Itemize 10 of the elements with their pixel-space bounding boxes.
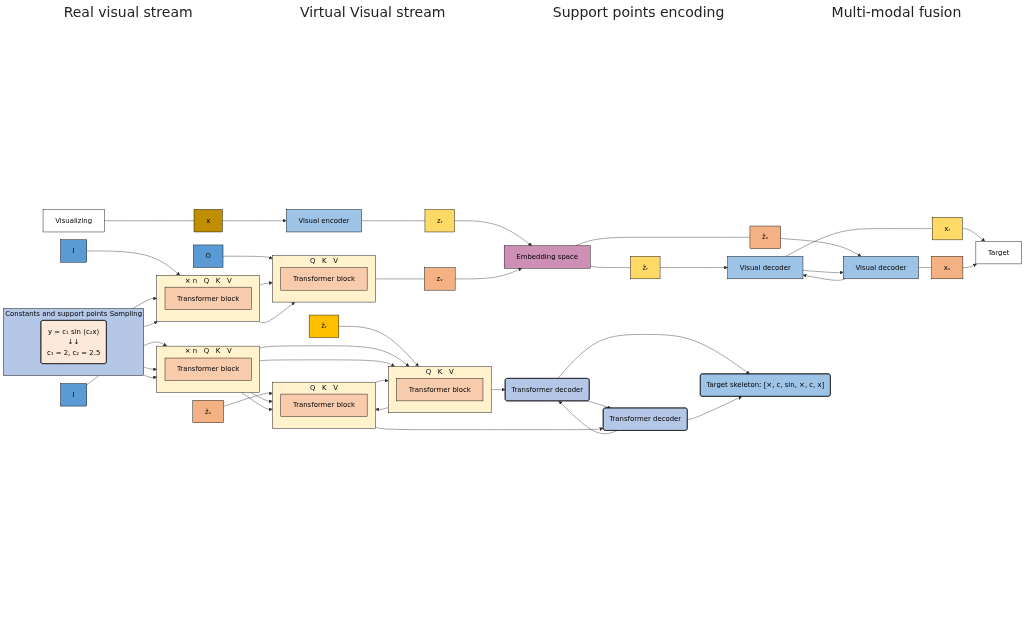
connector [590, 265, 631, 268]
stream-caption: Virtual Visual stream [299, 4, 446, 20]
connector [785, 228, 933, 257]
stream-caption: Support points encoding [552, 4, 725, 20]
connector [104, 220, 195, 221]
connector [375, 278, 425, 280]
connector [918, 267, 932, 268]
connector [361, 220, 426, 221]
stream-caption: Real visual stream [63, 4, 193, 20]
stream-caption: Multi-modal fusion [831, 4, 962, 20]
